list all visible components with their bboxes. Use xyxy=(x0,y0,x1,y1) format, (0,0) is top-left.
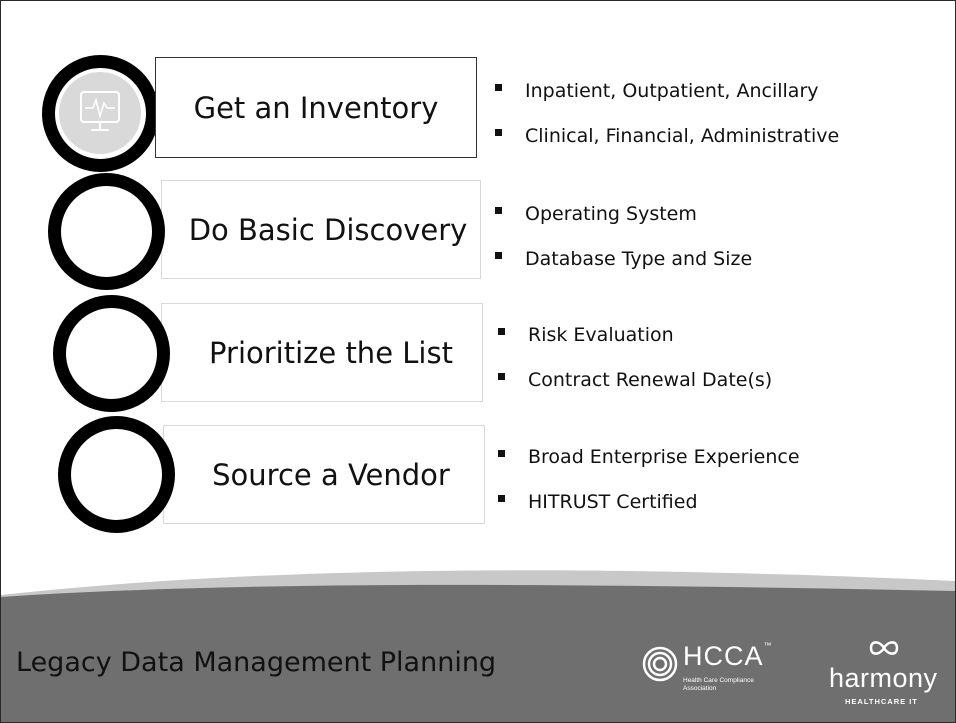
step-3-title-box: Prioritize the List xyxy=(161,303,483,402)
harmony-logo: harmony HEALTHCARE IT xyxy=(829,633,955,709)
step-2-ring xyxy=(48,173,165,290)
bullet-square-icon xyxy=(498,328,505,335)
footer-wave xyxy=(1,570,955,722)
bullet-square-icon xyxy=(495,207,502,214)
step-1-bullets: Inpatient, Outpatient, Ancillary Clinica… xyxy=(493,78,839,168)
bullet-square-icon xyxy=(498,495,505,502)
hcca-rings-icon xyxy=(642,646,678,682)
step-2-title-box: Do Basic Discovery xyxy=(161,180,481,279)
step-3-bullet-2: Contract Renewal Date(s) xyxy=(496,367,772,412)
bullet-square-icon xyxy=(495,84,502,91)
hcca-name: HCCA xyxy=(683,641,764,671)
step-3-ring xyxy=(53,295,170,412)
step-4-ring xyxy=(58,416,175,533)
step-3-title: Prioritize the List xyxy=(209,335,453,370)
hcca-subtitle: Health Care Compliance Association xyxy=(683,677,754,692)
bullet-square-icon xyxy=(498,373,505,380)
harmony-subtitle: HEALTHCARE IT xyxy=(845,697,918,706)
footer-title: Legacy Data Management Planning xyxy=(16,647,497,678)
step-4-bullets: Broad Enterprise Experience HITRUST Cert… xyxy=(496,444,800,534)
step-2-title: Do Basic Discovery xyxy=(188,212,468,247)
step-2-bullets: Operating System Database Type and Size xyxy=(493,201,752,291)
step-1-title: Get an Inventory xyxy=(193,90,439,125)
bullet-square-icon xyxy=(495,129,502,136)
hcca-tm: ™ xyxy=(763,641,773,650)
bullet-square-icon xyxy=(495,252,502,259)
step-1-icon-badge xyxy=(59,72,141,154)
monitor-heartbeat-icon xyxy=(80,91,120,131)
step-4-title-box: Source a Vendor xyxy=(163,425,485,524)
step-3-bullets: Risk Evaluation Contract Renewal Date(s) xyxy=(496,322,772,412)
harmony-name: harmony xyxy=(829,663,938,693)
hcca-logo: HCCA™ Health Care Compliance Association xyxy=(642,641,792,703)
step-3-bullet-1: Risk Evaluation xyxy=(496,322,772,367)
bullet-square-icon xyxy=(498,450,505,457)
step-4-title: Source a Vendor xyxy=(212,457,450,492)
step-1-bullet-2: Clinical, Financial, Administrative xyxy=(493,123,839,168)
infinity-icon xyxy=(869,641,899,655)
step-2-bullet-1: Operating System xyxy=(493,201,752,246)
footer-band xyxy=(1,561,955,722)
step-2-bullet-2: Database Type and Size xyxy=(493,246,752,291)
step-4-bullet-1: Broad Enterprise Experience xyxy=(496,444,800,489)
step-1-bullet-1: Inpatient, Outpatient, Ancillary xyxy=(493,78,839,123)
step-1-title-box: Get an Inventory xyxy=(155,57,477,158)
step-4-bullet-2: HITRUST Certified xyxy=(496,489,800,534)
